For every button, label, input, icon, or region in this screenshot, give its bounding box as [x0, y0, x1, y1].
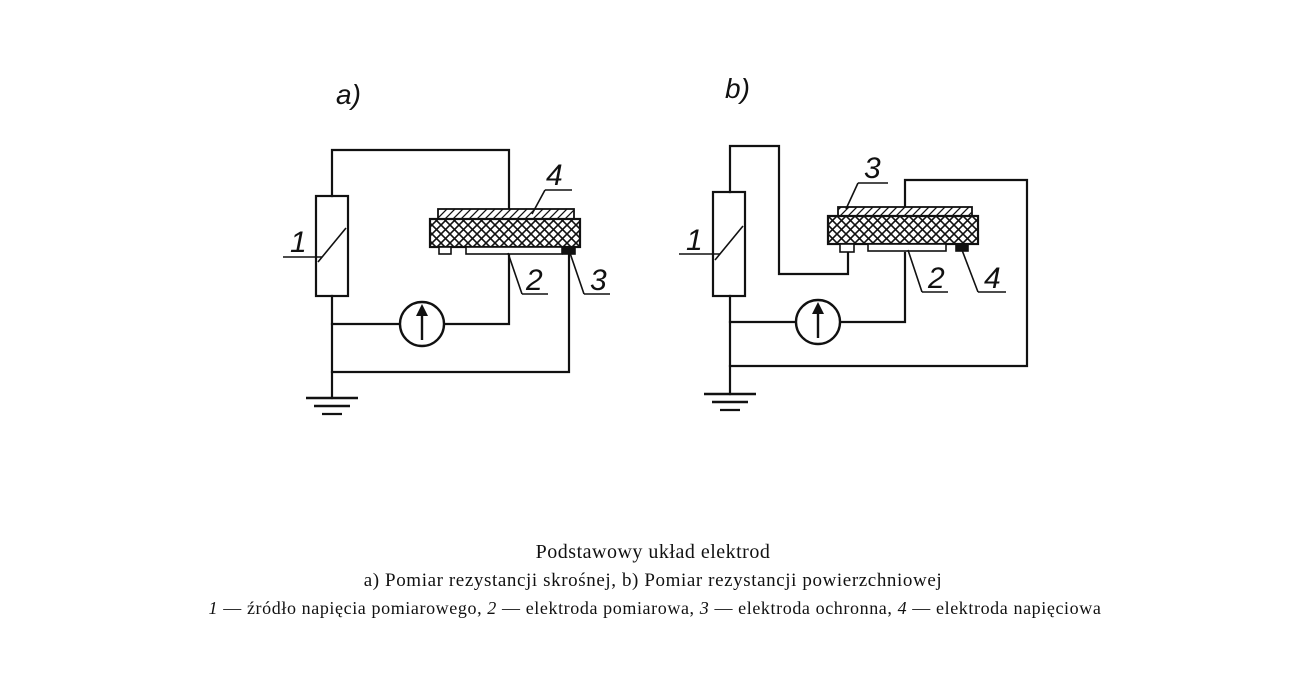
panel-b-num-4: 4 — [984, 262, 1001, 295]
legend-text-1: — źródło napięcia pomiarowego, — [218, 598, 488, 618]
legend-num-4: 4 — [897, 598, 908, 618]
panel-b-num-1: 1 — [686, 224, 703, 257]
legend-num-3: 3 — [699, 598, 710, 618]
panel-b-num-3: 3 — [864, 152, 881, 185]
panel-a-leader-2 — [507, 252, 523, 295]
panel-b-voltage-electrode — [955, 243, 969, 252]
panel-b: b) 1 3 — [679, 73, 1029, 412]
panel-a: a) 1 4 — [283, 79, 610, 416]
caption-subtitle: a) Pomiar rezystancji skrośnej, b) Pomia… — [363, 570, 943, 591]
panel-b-wire-top — [728, 144, 850, 276]
panel-a-measuring-electrode — [465, 246, 563, 255]
panel-b-specimen — [826, 214, 980, 246]
legend-text-2: — elektroda pomiarowa, — [496, 598, 700, 618]
panel-a-guard-left — [438, 246, 452, 255]
panel-a-specimen — [428, 217, 582, 249]
caption-title: Podstawowy układ elektrod — [535, 541, 771, 563]
panel-a-ground-symbol — [306, 396, 358, 416]
legend-num-1: 1 — [208, 598, 219, 618]
panel-b-measuring-electrode — [867, 243, 947, 252]
legend-text-4: — elektroda napięciowa — [907, 598, 1102, 618]
panel-b-voltage-source — [711, 190, 747, 298]
panel-a-num-1: 1 — [290, 226, 307, 259]
panel-a-leader-4 — [531, 189, 546, 215]
panel-a-leader-3 — [569, 252, 585, 295]
panel-b-ammeter — [794, 298, 842, 346]
caption-legend: 1 — źródło napięcia pomiarowego, 2 — ele… — [20, 598, 1290, 619]
panel-a-ammeter — [398, 300, 446, 348]
legend-text-3: — elektroda ochronna, — [709, 598, 898, 618]
panel-b-guard-left — [839, 243, 855, 253]
panel-b-leader-3 — [845, 182, 859, 210]
panel-b-ground-symbol — [704, 392, 756, 412]
panel-a-label: a) — [336, 79, 361, 110]
panel-b-label: b) — [725, 73, 750, 104]
panel-a-guard-right — [562, 246, 576, 255]
panel-a-source-slash — [317, 227, 347, 263]
panel-a-num-4: 4 — [546, 159, 563, 192]
panel-b-leader-4 — [961, 249, 979, 293]
panel-b-wire-voltage — [728, 178, 1029, 368]
panel-a-num-3: 3 — [590, 264, 607, 297]
panel-a-wire-ground — [330, 252, 571, 374]
panel-a-voltage-source — [314, 194, 350, 298]
panel-a-wire-top — [330, 148, 511, 214]
legend-num-2: 2 — [487, 598, 497, 618]
panel-b-leader-2 — [907, 249, 923, 293]
panel-b-source-slash — [714, 225, 744, 261]
panel-a-num-2: 2 — [525, 264, 543, 297]
panel-b-num-2: 2 — [927, 262, 945, 295]
